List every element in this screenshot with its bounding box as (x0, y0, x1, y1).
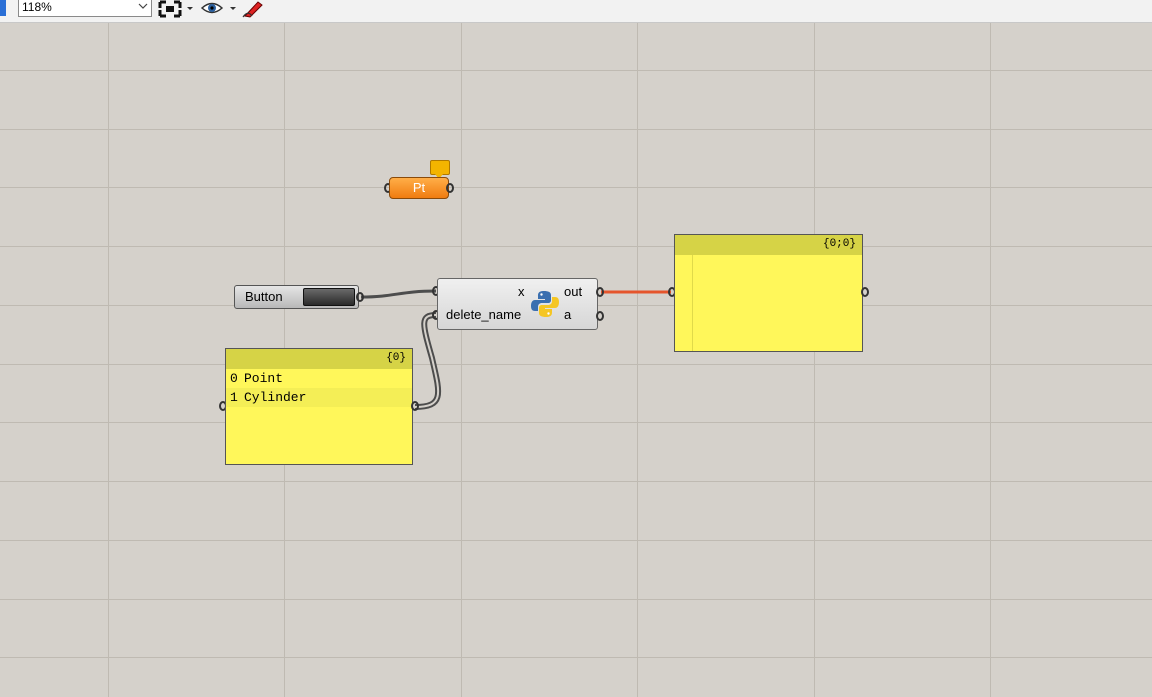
list-item-index: 1 (230, 390, 238, 405)
grid-line (108, 23, 109, 697)
grid-line (637, 23, 638, 697)
grid-line (461, 23, 462, 697)
python-input-x: x (518, 284, 525, 299)
grid-line (0, 70, 1152, 71)
list-item-index: 0 (230, 371, 238, 386)
input-panel-header: {0} (226, 349, 412, 369)
wire-panel-to-delete-name[interactable] (414, 312, 442, 410)
grid-line (0, 187, 1152, 188)
grid-line (0, 129, 1152, 130)
wires-layer (360, 289, 671, 410)
list-item[interactable]: 1 Cylinder (226, 388, 412, 407)
message-bubble-icon (430, 160, 450, 179)
chevron-down-icon[interactable] (137, 0, 149, 14)
grid-line (0, 246, 1152, 247)
python-logo-icon (531, 291, 559, 317)
python-output-port-out[interactable] (596, 287, 604, 297)
point-param[interactable]: Pt (389, 177, 449, 199)
grid-line (0, 540, 1152, 541)
output-panel[interactable]: {0;0} (674, 234, 863, 352)
grid-line (0, 481, 1152, 482)
output-panel-index-divider (692, 255, 693, 351)
zoom-extents-icon[interactable] (158, 0, 194, 18)
grid-line (0, 599, 1152, 600)
list-item[interactable]: 0 Point (226, 369, 412, 388)
edge-tab[interactable] (0, 0, 6, 16)
python-input-delete-name: delete_name (446, 307, 522, 322)
python-output-port-a[interactable] (596, 311, 604, 321)
output-panel-header: {0;0} (675, 235, 862, 255)
input-panel-out-port[interactable] (411, 401, 419, 411)
input-panel[interactable]: {0} 0 Point 1 Cylinder (225, 348, 413, 465)
zoom-value: 118% (22, 0, 52, 14)
wire-button-to-x[interactable] (360, 289, 437, 299)
button-component[interactable]: Button (234, 285, 359, 309)
input-panel-path: {0} (386, 352, 406, 364)
point-param-label: Pt (412, 180, 426, 195)
button-output-port[interactable] (356, 292, 364, 302)
list-item-value: Cylinder (244, 390, 307, 405)
list-item-value: Point (244, 371, 284, 386)
python-output-a: a (564, 307, 572, 322)
grid-line (0, 364, 1152, 365)
toolbar: 118% (0, 0, 1152, 23)
sketch-pen-icon[interactable] (242, 0, 264, 18)
wire-list-highlight (414, 314, 440, 408)
canvas[interactable]: Pt Button x delete_name out a {0} 0 Poin… (0, 23, 1152, 697)
python-output-out: out (564, 284, 583, 299)
zoom-dropdown[interactable]: 118% (18, 0, 152, 17)
grid-line (0, 422, 1152, 423)
preview-eye-icon[interactable] (200, 0, 238, 18)
button-component-label: Button (245, 289, 283, 304)
grid-line (0, 657, 1152, 658)
button-face[interactable] (303, 288, 355, 306)
output-panel-out-port[interactable] (861, 287, 869, 297)
python-script-component[interactable]: x delete_name out a (437, 278, 598, 330)
output-panel-path: {0;0} (822, 238, 856, 250)
grid-line (814, 23, 815, 697)
grid-line (990, 23, 991, 697)
pt-output-port[interactable] (446, 183, 454, 193)
